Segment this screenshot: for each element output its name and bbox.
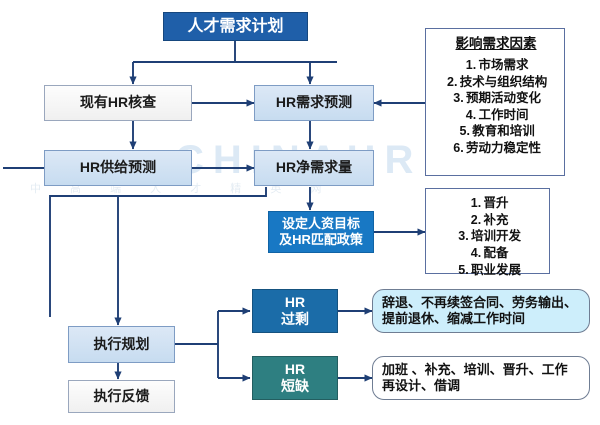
node-existing-hr-audit[interactable]: 现有HR核查 (44, 85, 192, 121)
list-item-text: 教育和培训 (472, 124, 535, 139)
box-surplus-actions[interactable]: 辞退、不再续签合同、劳务输出、提前退休、缩减工作时间 (372, 289, 590, 333)
node-hr-net-demand-label: HR净需求量 (275, 159, 353, 176)
list-item-number: 3. (458, 229, 469, 244)
node-hr-net-demand[interactable]: HR净需求量 (254, 150, 374, 186)
node-title-label: 人才需求计划 (187, 17, 284, 35)
node-hr-demand-forecast[interactable]: HR需求预测 (254, 85, 374, 121)
panel-hr-measures[interactable]: 1.晋升 2.补充 3.培训开发 4.配备 5.职业发展 (425, 188, 550, 277)
node-hr-policy-line1: 设定人资目标 (281, 215, 360, 231)
node-execute-plan[interactable]: 执行规划 (68, 326, 175, 363)
box-surplus-actions-text: 辞退、不再续签合同、劳务输出、提前退休、缩减工作时间 (382, 294, 578, 326)
panel-demand-factors[interactable]: 影响需求因素 1.市场需求 2.技术与组织结构 3.预期活动变化 4.工作时间 … (425, 28, 565, 176)
list-item-text: 预期活动变化 (465, 91, 541, 106)
list-item: 4.工作时间 (438, 107, 554, 124)
node-execute-feedback-label: 执行反馈 (93, 387, 150, 404)
node-hr-demand-forecast-label: HR需求预测 (275, 94, 353, 111)
list-item: 2.补充 (438, 212, 539, 229)
box-shortage-actions[interactable]: 加班 、补充、培训、晋升、工作再设计、借调 (372, 356, 590, 400)
list-item-number: 4. (470, 245, 482, 260)
list-item-number: 3. (453, 91, 464, 106)
list-item-number: 1. (465, 57, 477, 72)
node-hr-policy-line2: 及HR匹配政策 (279, 232, 363, 247)
panel-demand-factors-list: 1.市场需求 2.技术与组织结构 3.预期活动变化 4.工作时间 5.教育和培训… (438, 57, 554, 157)
list-item-number: 5. (459, 124, 470, 139)
list-item: 3.培训开发 (438, 228, 539, 245)
node-existing-hr-audit-label: 现有HR核查 (79, 94, 157, 111)
list-item-text: 补充 (483, 212, 509, 227)
list-item: 5.教育和培训 (438, 123, 554, 140)
panel-hr-measures-list: 1.晋升 2.补充 3.培训开发 4.配备 5.职业发展 (438, 195, 539, 278)
node-hr-supply-forecast[interactable]: HR供给预测 (44, 150, 192, 186)
list-item-text: 技术与组织结构 (459, 74, 548, 89)
node-hr-shortage-line1: HR (284, 360, 306, 377)
node-hr-shortage-line2: 短缺 (281, 378, 309, 394)
list-item: 1.晋升 (438, 195, 539, 212)
list-item-text: 晋升 (483, 196, 509, 210)
node-hr-surplus-line2: 过剩 (281, 311, 309, 327)
node-hr-policy-objectives[interactable]: 设定人资目标 及HR匹配政策 (268, 211, 374, 253)
list-item-text: 配备 (483, 245, 509, 260)
node-hr-surplus-line1: HR (284, 293, 306, 310)
list-item-number: 4. (465, 107, 477, 122)
node-execute-plan-label: 执行规划 (93, 335, 150, 352)
node-talent-demand-plan[interactable]: 人才需求计划 (163, 12, 308, 41)
node-execute-feedback[interactable]: 执行反馈 (68, 380, 175, 413)
list-item-number: 2. (470, 212, 482, 227)
list-item: 5.职业发展 (438, 262, 539, 279)
list-item-text: 培训开发 (470, 229, 521, 244)
node-hr-supply-forecast-label: HR供给预测 (79, 159, 157, 176)
list-item-text: 职业发展 (470, 262, 521, 277)
list-item-text: 工作时间 (478, 107, 529, 122)
list-item: 1.市场需求 (438, 57, 554, 74)
list-item: 2.技术与组织结构 (438, 74, 554, 91)
list-item: 3.预期活动变化 (438, 90, 554, 107)
list-item-number: 2. (447, 74, 458, 89)
panel-demand-factors-title: 影响需求因素 (455, 36, 537, 51)
box-shortage-actions-text: 加班 、补充、培训、晋升、工作再设计、借调 (382, 361, 568, 393)
list-item-number: 5. (458, 262, 469, 277)
node-hr-surplus[interactable]: HR 过剩 (252, 289, 338, 333)
node-hr-shortage[interactable]: HR 短缺 (252, 356, 338, 400)
list-item: 6.劳动力稳定性 (438, 140, 554, 157)
list-item-text: 市场需求 (478, 57, 529, 72)
list-item-text: 劳动力稳定性 (465, 141, 541, 155)
list-item-number: 6. (453, 141, 464, 155)
list-item: 4.配备 (438, 245, 539, 262)
list-item-number: 1. (470, 196, 482, 210)
